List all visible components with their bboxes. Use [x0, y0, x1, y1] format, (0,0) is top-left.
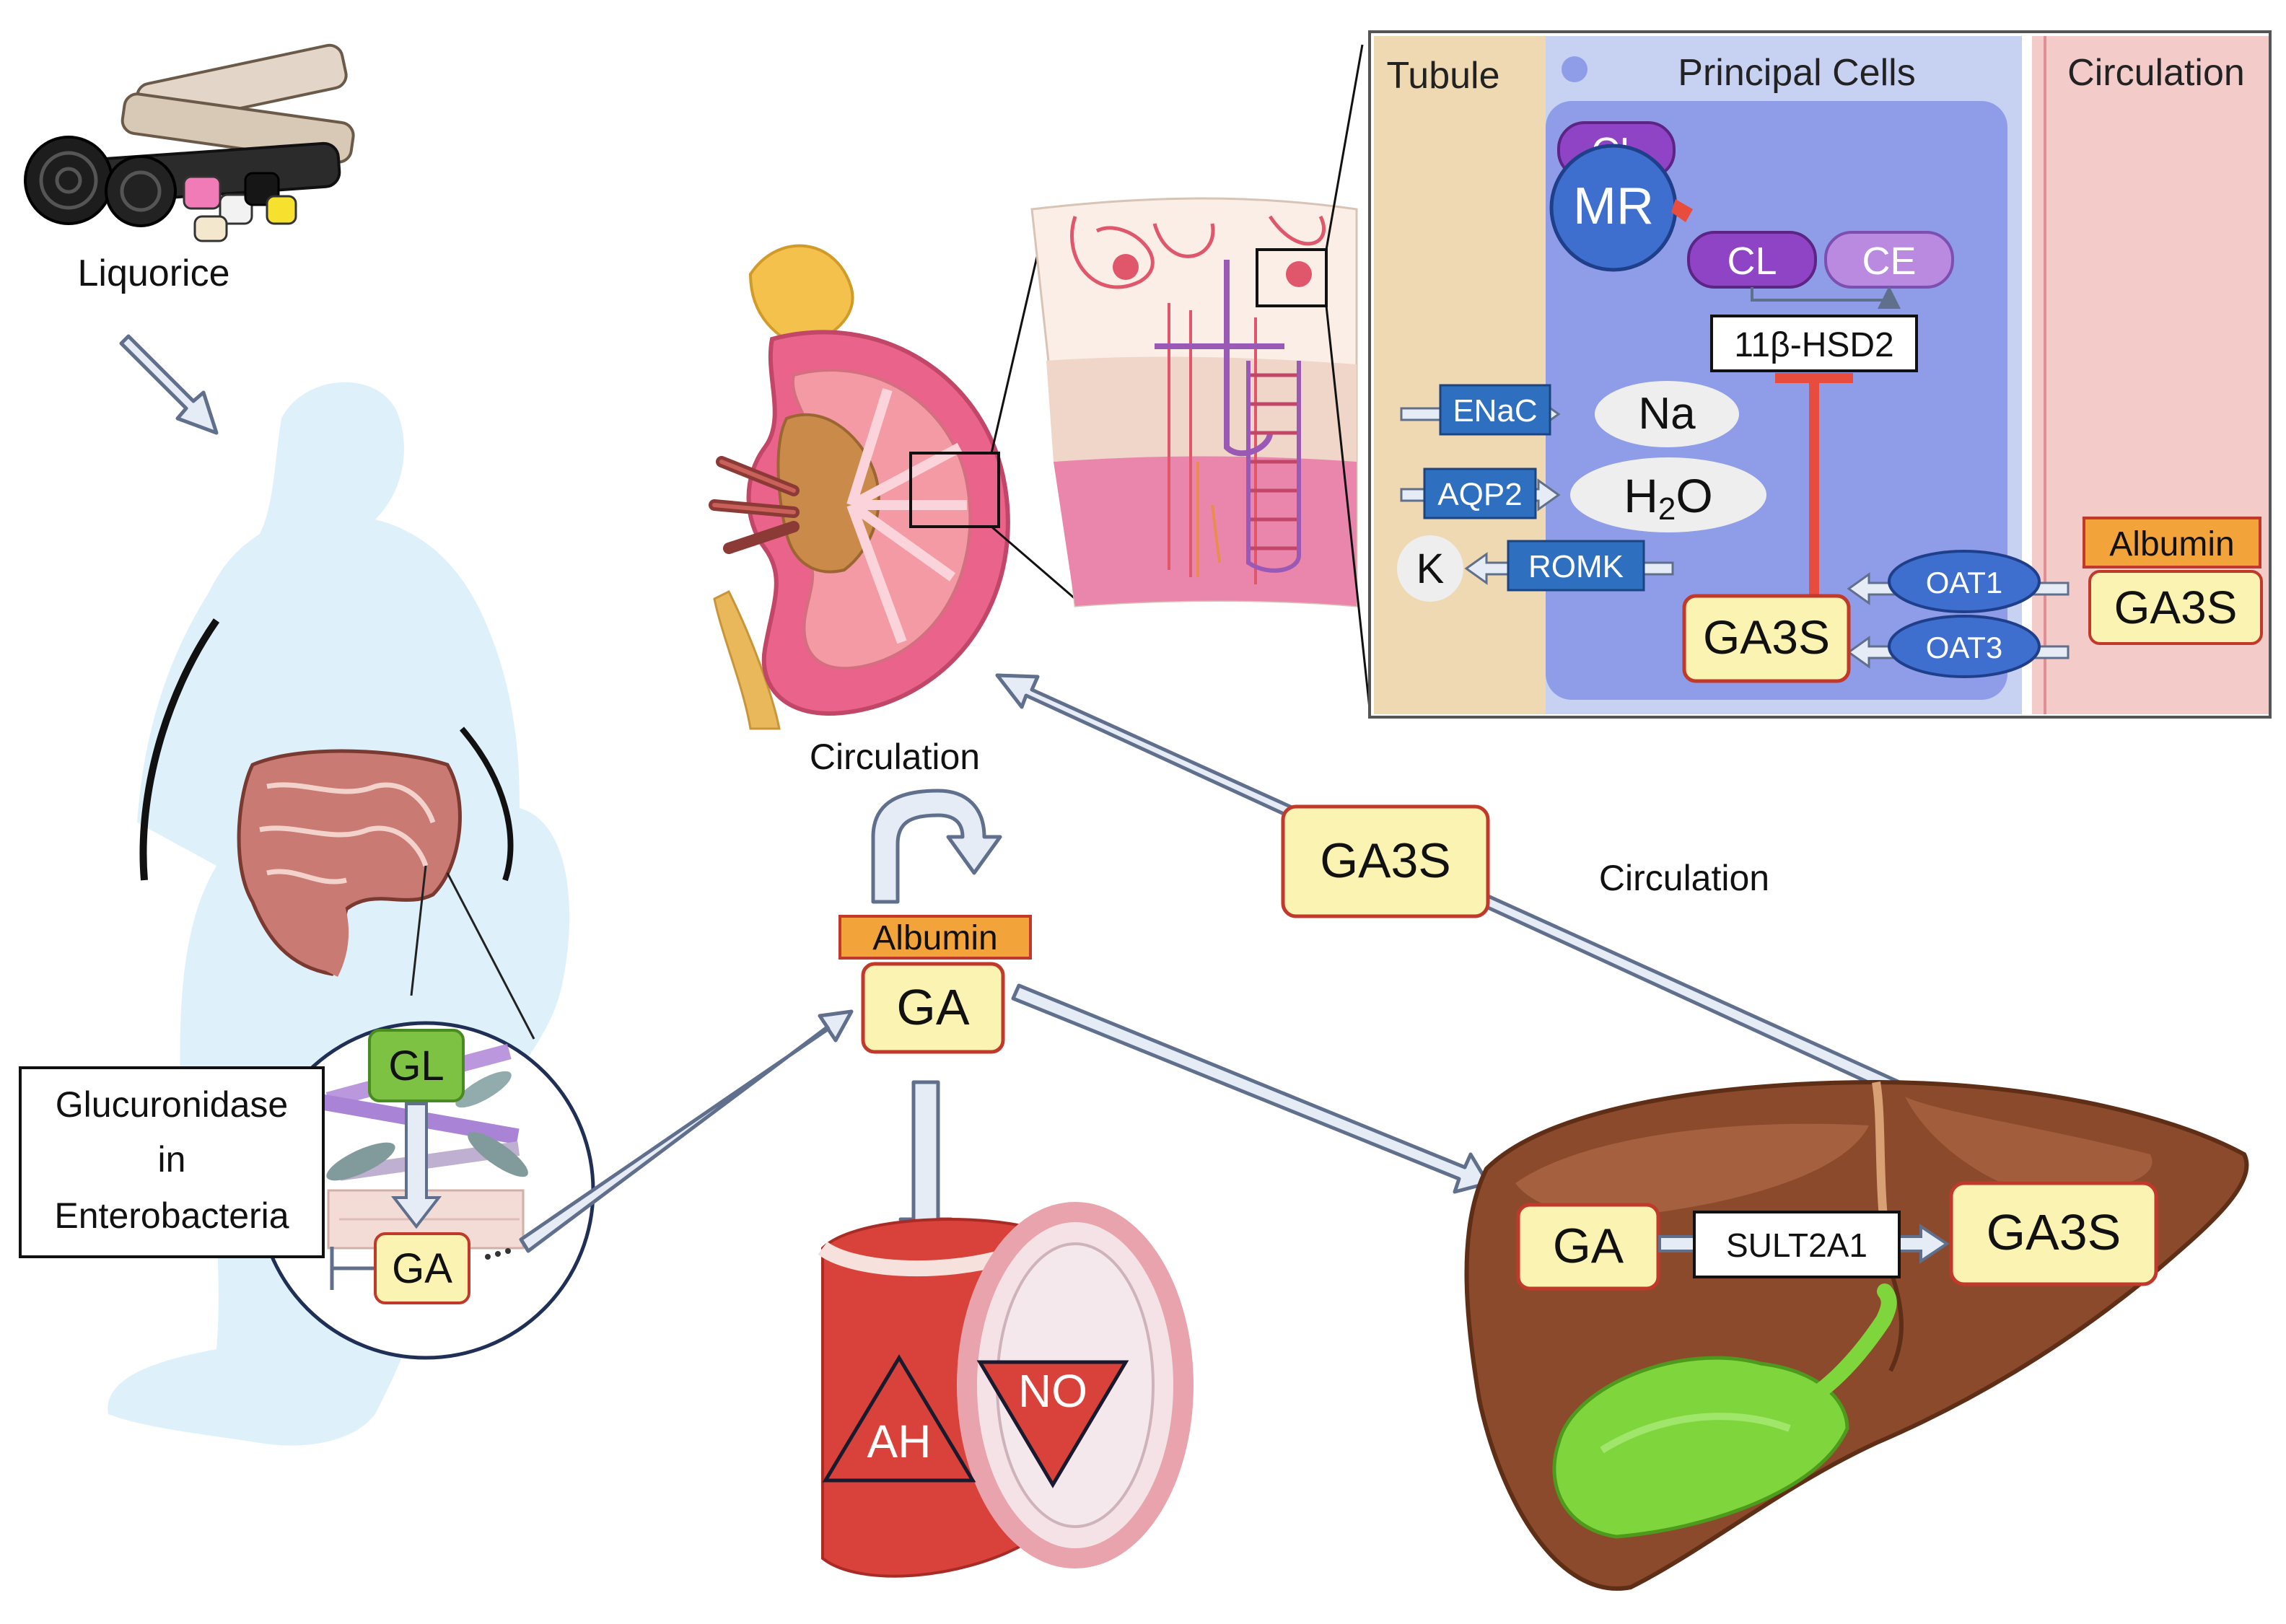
- kidney-circulation-label: Circulation: [810, 737, 980, 777]
- kidney-zoom-square: [909, 452, 1000, 528]
- hsd2-box: [1710, 315, 1918, 372]
- oat3-label: OAT3: [1926, 631, 2003, 664]
- albumin-label: Albumin: [872, 919, 997, 957]
- mr-label: MR: [1573, 177, 1654, 235]
- arrow-gut-to-circulation: [519, 1009, 854, 1253]
- nephron-zoom-square: [1256, 248, 1328, 307]
- cl-to-ce-arrow: [1751, 286, 1901, 309]
- nephron-panel: [1030, 197, 1358, 607]
- circulating-ga3s-box: [1281, 804, 1490, 918]
- liver-icon: [1464, 1079, 2249, 1591]
- ah-triangle: [822, 1354, 976, 1483]
- no-triangle: [976, 1360, 1129, 1488]
- k-label: K: [1416, 545, 1445, 592]
- liquorice-label: Liquorice: [77, 253, 229, 294]
- liquorice-icon: [24, 43, 355, 242]
- hsd2-label: 11β-HSD2: [1734, 326, 1893, 364]
- arrow-liquorice-to-body: [119, 334, 219, 435]
- ah-label: AH: [867, 1415, 932, 1467]
- gut-ga-label: GA: [392, 1245, 452, 1292]
- circulation-loop-arrow: [871, 789, 1002, 904]
- inset-ga3s-box: [2088, 570, 2263, 645]
- h2o-label: H2O: [1624, 469, 1713, 527]
- liver-ga3s-label: GA3S: [1987, 1204, 2121, 1260]
- enterobacteria-zoom-circle: GL GA: [256, 1021, 595, 1360]
- circulating-ga-label: GA: [896, 979, 969, 1035]
- inset-ga3s-label: GA3S: [2114, 581, 2238, 633]
- zoom-line-nephron-bottom: [1325, 305, 1371, 709]
- liver-circulation-label: Circulation: [1599, 858, 1769, 898]
- glucuronidase-line3: Enterobacteria: [54, 1195, 289, 1236]
- h2o-ellipse: [1570, 457, 1766, 532]
- circulating-ga3s-label: GA3S: [1320, 833, 1450, 888]
- enac-label: ENaC: [1453, 393, 1537, 429]
- aqp2-channel: [1423, 468, 1537, 519]
- k-circle: [1397, 535, 1463, 602]
- kidney-icon: [709, 244, 1010, 730]
- na-label: Na: [1638, 389, 1696, 439]
- inset-circulation-label: Circulation: [2067, 52, 2245, 94]
- sult2a1-box: [1693, 1211, 1901, 1278]
- zoom-line-intestine-left: [410, 865, 427, 996]
- romk-label: ROMK: [1528, 549, 1624, 584]
- circulating-ga-box: [861, 962, 1005, 1054]
- romk-channel: [1507, 540, 1645, 592]
- oat1-label: OAT1: [1926, 566, 2003, 600]
- zoom-line-intestine-right: [446, 872, 535, 1040]
- cell-ga3s-label: GA3S: [1703, 610, 1830, 664]
- zoom-line-kidney-bottom: [991, 525, 1076, 600]
- oat3-transporter: [1888, 615, 2041, 678]
- cl-label: CL: [1727, 240, 1777, 283]
- sult2a1-label: SULT2A1: [1726, 1226, 1867, 1264]
- inset-tubule-label: Tubule: [1386, 55, 1499, 97]
- inset-albumin-box: [2083, 517, 2261, 569]
- liver-ga-label: GA: [1553, 1219, 1624, 1273]
- aqp2-label: AQP2: [1437, 477, 1522, 512]
- enac-channel: [1439, 384, 1551, 436]
- intestine-icon: [237, 749, 462, 978]
- cell-ga3s-box: [1682, 594, 1851, 683]
- no-label: NO: [1018, 1365, 1087, 1417]
- gl-label: GL: [388, 1043, 444, 1089]
- glucuronidase-line1: Glucuronidase: [56, 1084, 288, 1125]
- albumin-box: [838, 915, 1032, 960]
- zoom-line-nephron-top: [1325, 44, 1364, 250]
- glucuronidase-box: [19, 1066, 325, 1258]
- arrow-ga-to-liver: [1011, 983, 1490, 1194]
- mr-activation-arrow: [1671, 199, 1693, 222]
- na-ellipse: [1595, 381, 1739, 447]
- inset-principal-cells-label: Principal Cells: [1678, 52, 1915, 94]
- glucuronidase-line2: in: [158, 1139, 186, 1180]
- oat1-transporter: [1888, 550, 2041, 613]
- ce-label: CE: [1862, 240, 1916, 283]
- liver-ga3s-box: [1949, 1181, 2158, 1286]
- inset-albumin-label: Albumin: [2109, 525, 2234, 563]
